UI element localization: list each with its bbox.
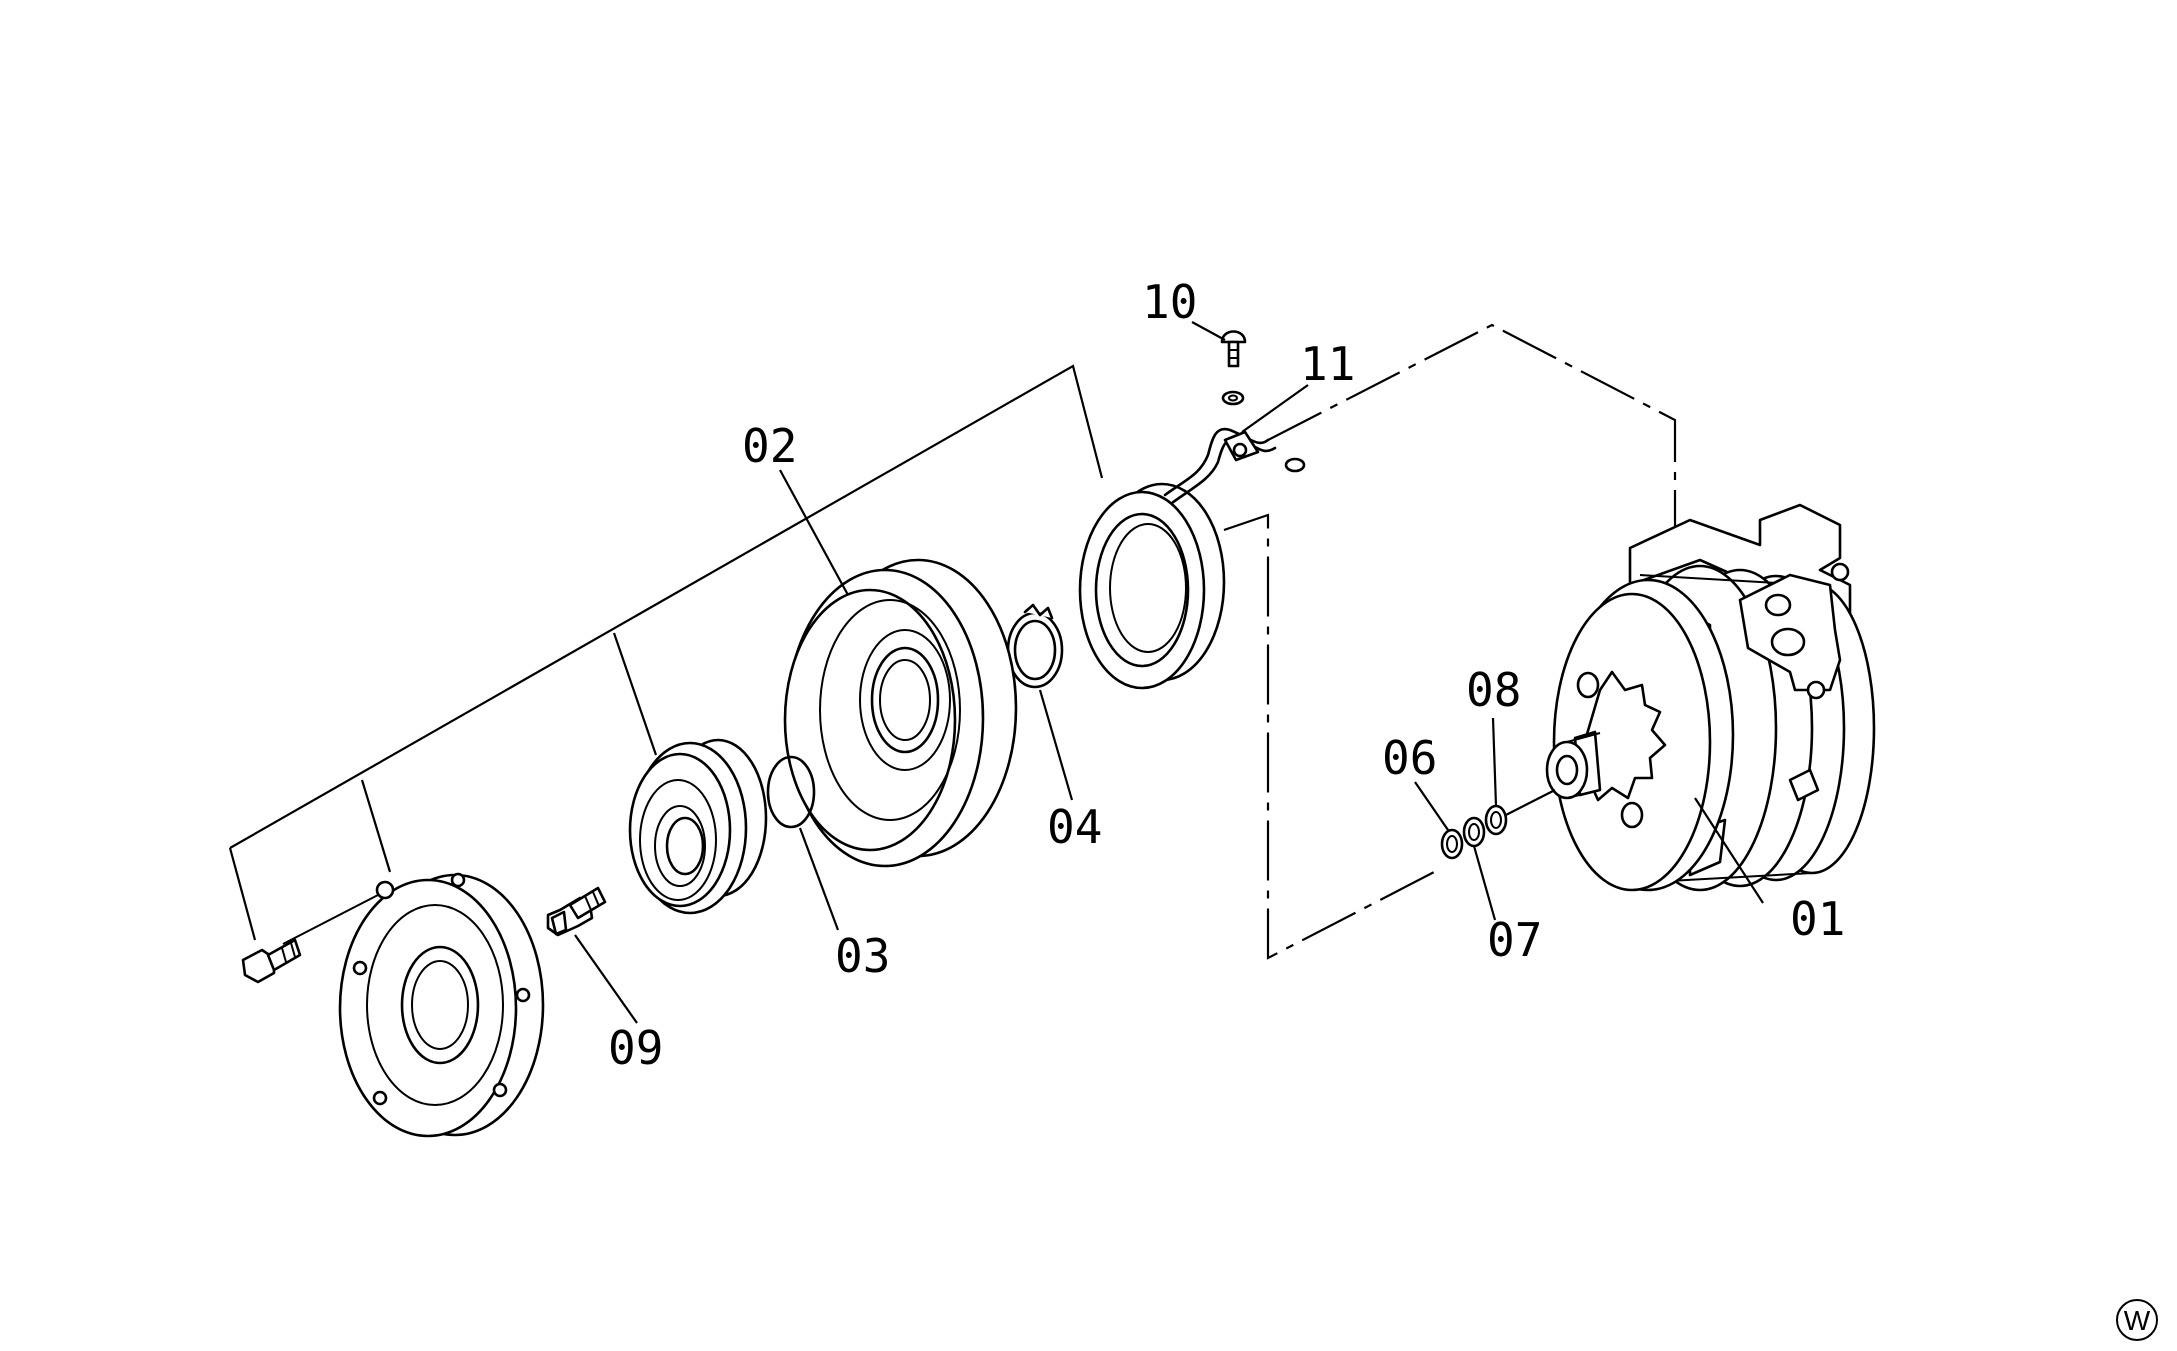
corner-mark: W: [2116, 1299, 2158, 1341]
callout-leaders: [574, 321, 1764, 1024]
front-bolt: [241, 938, 302, 984]
callout-10: 10: [1142, 275, 1197, 329]
hub-rotor: [628, 738, 768, 915]
screw-10: [1220, 330, 1247, 406]
callout-01: 01: [1790, 892, 1845, 946]
washer-07: [1462, 816, 1486, 848]
snap-ring-04: [1006, 603, 1064, 689]
callout-09: 09: [608, 1021, 663, 1075]
field-coil-11: [1078, 427, 1306, 690]
compressor-01: [1545, 503, 1876, 892]
washer-08: [1484, 804, 1508, 836]
callout-11: 11: [1300, 337, 1355, 391]
pulley-02: [783, 558, 1018, 868]
front-plate: [282, 872, 545, 1138]
callout-07: 07: [1487, 913, 1542, 967]
corner-mark-letter: W: [2124, 1305, 2151, 1336]
callout-labels: 01 02 03 04 06 07 08 09 10 11: [608, 275, 1845, 1075]
callout-04: 04: [1047, 800, 1102, 854]
o-ring-03: [766, 755, 816, 829]
callout-08: 08: [1466, 663, 1521, 717]
compressor-group-frame: [1223, 323, 1677, 960]
washer-06: [1440, 828, 1464, 860]
assembly-bracket: [228, 364, 1104, 941]
washers-06-07-08: [1440, 789, 1556, 860]
callout-03: 03: [835, 929, 890, 983]
callout-02: 02: [742, 419, 797, 473]
callout-06: 06: [1382, 731, 1437, 785]
bolt-09: [546, 886, 607, 937]
